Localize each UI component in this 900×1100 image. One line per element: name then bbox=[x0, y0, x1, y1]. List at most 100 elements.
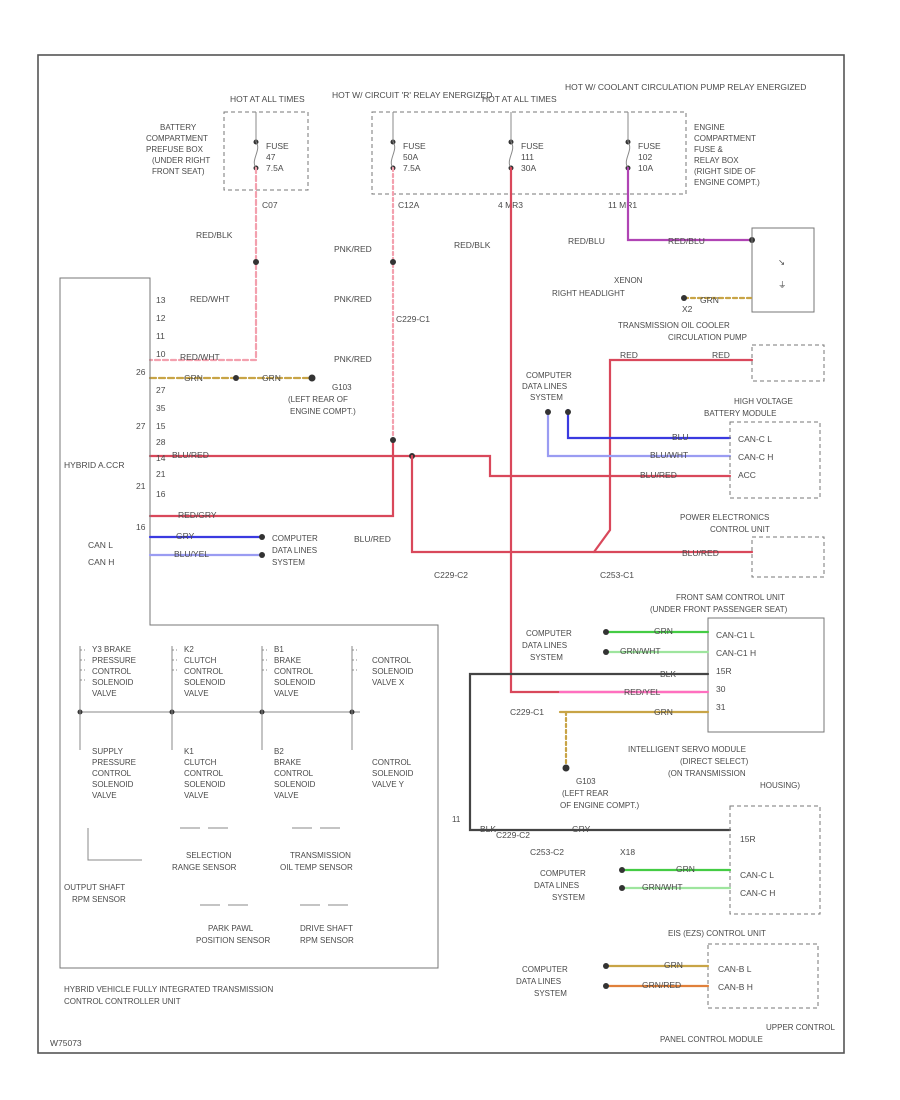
svg-text:50A: 50A bbox=[403, 152, 418, 162]
svg-text:10A: 10A bbox=[638, 163, 653, 173]
wire-label-redwht1: RED/WHT bbox=[190, 294, 230, 304]
cdl-4-label-3: SYSTEM bbox=[552, 893, 585, 902]
splice-11 bbox=[259, 552, 265, 558]
wire-label-grn-sam2: GRN bbox=[654, 707, 673, 717]
ism-label-2: (DIRECT SELECT) bbox=[680, 757, 749, 766]
svg-text:K1: K1 bbox=[184, 747, 194, 756]
engine-box-label-2: COMPARTMENT bbox=[694, 134, 756, 143]
ground-g103 bbox=[308, 374, 316, 382]
fuse-3: FUSE 111 30A bbox=[508, 139, 544, 173]
wire-label-redblu: RED/BLU bbox=[568, 236, 605, 246]
cdl-5-label-2: DATA LINES bbox=[516, 977, 561, 986]
cdl-4-label-1: COMPUTER bbox=[540, 869, 586, 878]
cdl-2-label-1: COMPUTER bbox=[272, 534, 318, 543]
sam-canc1-l: CAN-C1 L bbox=[716, 630, 755, 640]
svg-text:SOLENOID: SOLENOID bbox=[92, 678, 134, 687]
svg-text:15: 15 bbox=[156, 421, 166, 431]
eis-box bbox=[707, 943, 819, 1009]
svg-text:PRESSURE: PRESSURE bbox=[92, 656, 136, 665]
svg-text:TRANSMISSION: TRANSMISSION bbox=[290, 851, 351, 860]
svg-text:VALVE: VALVE bbox=[92, 791, 117, 800]
engine-box-label-3: FUSE & bbox=[694, 145, 724, 154]
conn-mr1: 11 MR1 bbox=[608, 200, 637, 210]
svg-text:SOLENOID: SOLENOID bbox=[372, 769, 414, 778]
wire-blured-acc bbox=[148, 454, 732, 478]
tcu-hybrid-label: HYBRID A.CCR bbox=[64, 460, 124, 470]
wire-blu-hvbatt bbox=[566, 408, 732, 440]
cdl-3-label-3: SYSTEM bbox=[530, 653, 563, 662]
svg-text:CONTROL: CONTROL bbox=[184, 667, 224, 676]
svg-text:CONTROL: CONTROL bbox=[184, 769, 224, 778]
tcu-canl: CAN L bbox=[88, 540, 113, 550]
cdl-5-label-3: SYSTEM bbox=[534, 989, 567, 998]
eis-canb-h: CAN-B H bbox=[718, 982, 753, 992]
svg-text:PRESSURE: PRESSURE bbox=[92, 758, 136, 767]
sam-pin31: 31 bbox=[716, 702, 726, 712]
svg-text:CONTROL: CONTROL bbox=[372, 758, 412, 767]
svg-text:FUSE: FUSE bbox=[403, 141, 426, 151]
upper-panel-label-2: PANEL CONTROL MODULE bbox=[660, 1035, 763, 1044]
wire-label-blured-mid: BLU/RED bbox=[354, 534, 391, 544]
svg-text:16: 16 bbox=[156, 489, 166, 499]
cdl-5-label-1: COMPUTER bbox=[522, 965, 568, 974]
g103-label-2: (LEFT REAR OF bbox=[288, 395, 348, 404]
ism-15r: 15R bbox=[740, 834, 756, 844]
svg-text:27: 27 bbox=[136, 421, 146, 431]
svg-text:SUPPLY: SUPPLY bbox=[92, 747, 124, 756]
fuse-1: FUSE 47 7.5A bbox=[253, 139, 289, 173]
eis-label: EIS (EZS) CONTROL UNIT bbox=[668, 929, 766, 938]
ism-label-4: HOUSING) bbox=[760, 781, 800, 790]
sam-pin15r: 15R bbox=[716, 666, 732, 676]
svg-text:BRAKE: BRAKE bbox=[274, 758, 301, 767]
hv-acc: ACC bbox=[738, 470, 756, 480]
wire-label-grnred-eis: GRN/RED bbox=[642, 980, 681, 990]
battery-prefuse-box bbox=[223, 111, 309, 191]
svg-text:PARK PAWL: PARK PAWL bbox=[208, 924, 254, 933]
wire-label-grn-ism: GRN bbox=[676, 864, 695, 874]
wire-redblk-fuse1 bbox=[148, 166, 258, 362]
svg-text:VALVE Y: VALVE Y bbox=[372, 780, 405, 789]
wire-label-redyel-sam: RED/YEL bbox=[624, 687, 661, 697]
wire-label-grn-g103: GRN bbox=[262, 373, 281, 383]
wire-label-gry-ism: GRY bbox=[572, 824, 591, 834]
ism-box bbox=[729, 805, 821, 915]
wire-label-gry-can: GRY bbox=[176, 531, 195, 541]
wire-blured-pe bbox=[410, 454, 754, 554]
cdl-1-label-3: SYSTEM bbox=[530, 393, 563, 402]
g103-label-3: ENGINE COMPT.) bbox=[290, 407, 356, 416]
wire-pnkred-to-tcu bbox=[148, 438, 395, 518]
wire-label-redblk2: RED/BLK bbox=[454, 240, 491, 250]
splice-3 bbox=[390, 437, 396, 443]
svg-text:OIL TEMP SENSOR: OIL TEMP SENSOR bbox=[280, 863, 353, 872]
ground-g103-lower bbox=[562, 764, 570, 772]
splice-15 bbox=[619, 885, 625, 891]
svg-text:11: 11 bbox=[156, 331, 165, 341]
pe-label-1: POWER ELECTRONICS bbox=[680, 513, 769, 522]
svg-text:K2: K2 bbox=[184, 645, 194, 654]
wire-label-pnkred2: PNK/RED bbox=[334, 294, 372, 304]
svg-text:13: 13 bbox=[156, 295, 166, 305]
splice-16 bbox=[603, 963, 609, 969]
cdl-3-label-2: DATA LINES bbox=[522, 641, 567, 650]
ism-label-1: INTELLIGENT SERVO MODULE bbox=[628, 745, 746, 754]
engine-box-label-1: ENGINE bbox=[694, 123, 725, 132]
svg-text:111: 111 bbox=[521, 152, 534, 162]
svg-text:CONTROL: CONTROL bbox=[274, 667, 314, 676]
engine-box-label-5: (RIGHT SIDE OF bbox=[694, 167, 756, 176]
pe-label-2: CONTROL UNIT bbox=[710, 525, 770, 534]
wire-label-pnkred1: PNK/RED bbox=[334, 244, 372, 254]
svg-text:21: 21 bbox=[156, 469, 166, 479]
svg-text:14: 14 bbox=[156, 453, 166, 463]
splice-7 bbox=[545, 409, 551, 415]
svg-text:102: 102 bbox=[638, 152, 652, 162]
wire-label-redblk1: RED/BLK bbox=[196, 230, 233, 240]
diagram-id: W75073 bbox=[50, 1038, 82, 1048]
wire-label-blured-pin: BLU/RED bbox=[172, 450, 209, 460]
conn-c229-c2-ism: C229-C2 bbox=[496, 830, 530, 840]
hv-canc-h: CAN-C H bbox=[738, 452, 773, 462]
svg-text:SOLENOID: SOLENOID bbox=[184, 678, 226, 687]
fuse-2: FUSE 50A 7.5A bbox=[390, 139, 426, 173]
wire-bluwht-hvbatt bbox=[546, 408, 732, 458]
diagram-frame bbox=[37, 54, 845, 1054]
